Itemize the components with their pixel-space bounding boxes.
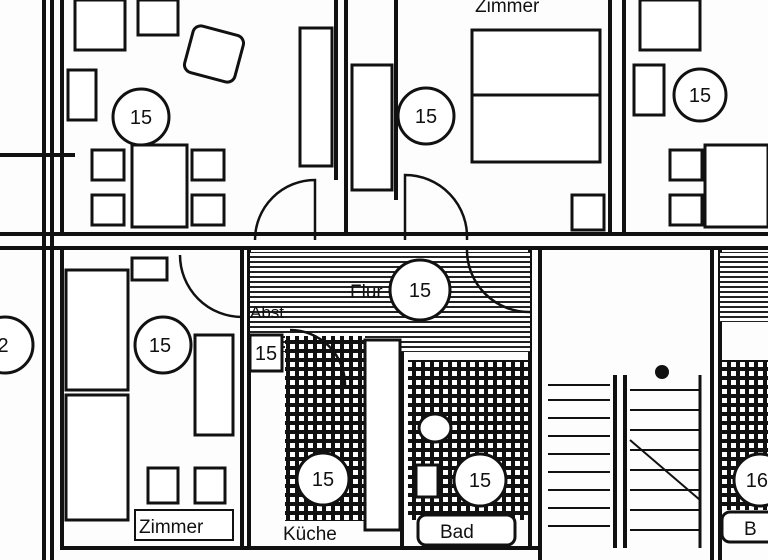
room-markers [0,67,768,508]
marker-8: 15 [689,85,711,107]
marker-6: 15 [312,469,334,491]
room-label-zimmer-top: Zimmer [475,0,540,17]
marker-5: 15 [255,343,277,365]
room-label-zimmer-left: Zimmer [139,517,204,538]
hall-floor-hatch [250,252,530,352]
marker-left-partial: 2 [0,335,9,357]
room-label-abst: Abst [250,303,284,322]
room-label-kueche: Küche [283,524,337,545]
marker-2: 15 [415,106,437,128]
marker-right-partial: 16 [746,470,768,492]
marker-7: 15 [469,470,491,492]
staircase [548,365,702,548]
room-label-bad: Bad [440,522,474,543]
marker-3: 15 [409,280,431,302]
marker-1: 15 [130,107,152,129]
hall-floor-hatch-right [720,252,768,322]
room-label-flur: Flur [350,282,383,303]
furniture [64,0,768,522]
room-label-bad-right-partial: B [744,519,757,540]
doors [178,173,531,386]
marker-4: 15 [149,335,171,357]
kitchen-counter [363,338,402,532]
